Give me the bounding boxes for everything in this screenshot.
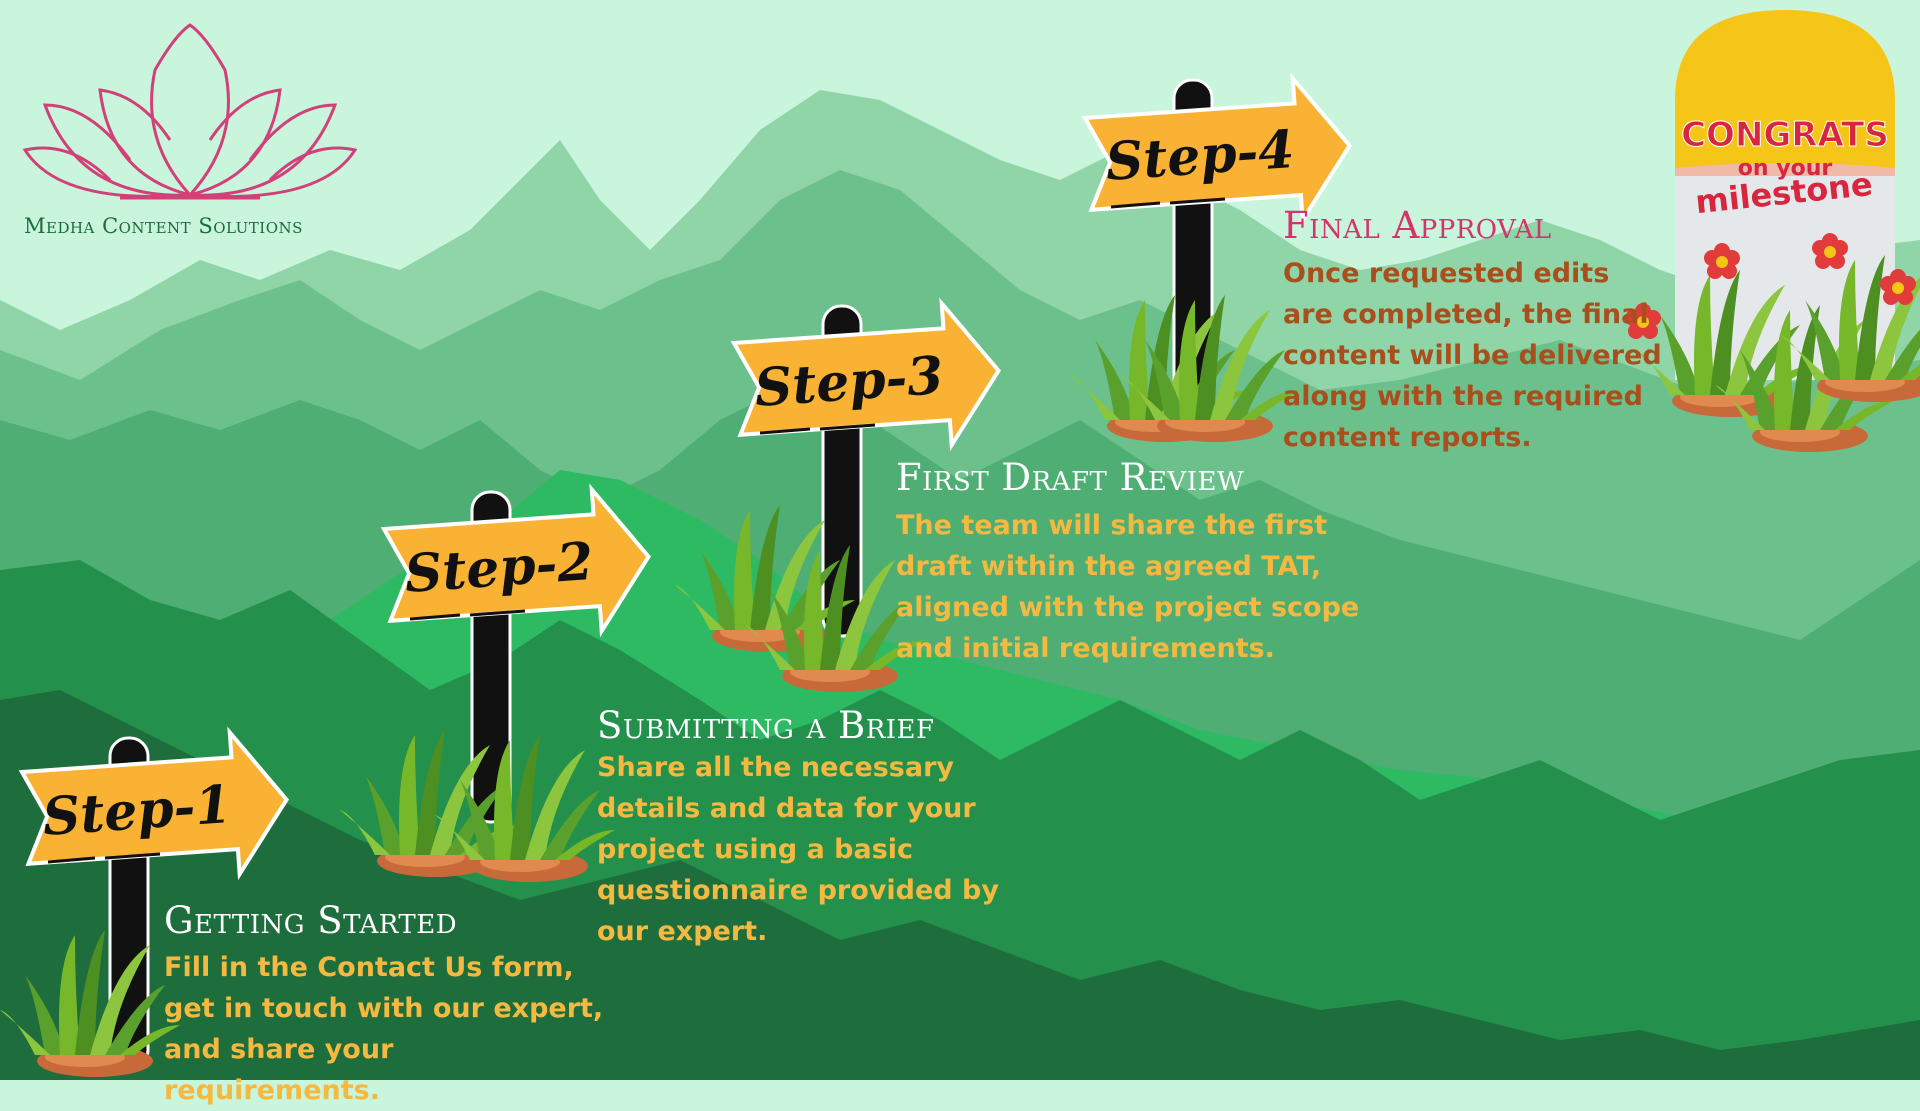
step-1-sign-label: Step-1 [41,774,234,848]
step-4-sign [1081,72,1353,227]
brand-name: Medha Content Solutions [24,214,303,238]
step-3-sign [730,297,1002,452]
step-3-title: First Draft Review [896,456,1245,499]
mountain-layer-front [0,690,1920,1080]
step-2-sign [380,483,652,638]
step-2-title: Submitting a Brief [597,704,935,747]
step-1-title: Getting Started [164,899,458,942]
step-4-description: Once requested edits are completed, the … [1283,258,1662,453]
step-2-sign-label: Step-2 [403,531,596,605]
step-1-sign [18,726,290,881]
congrats-heading: CONGRATS [1681,115,1889,155]
step-2-description: Share all the necessary details and data… [597,752,999,947]
lotus-logo-icon [22,23,358,200]
background-scene: Step-1 Step-2 Step-3 Step-4 CONGRATS on … [0,10,1920,1080]
step-1-description: Fill in the Contact Us form, get in touc… [164,952,604,1106]
congrats-subline: on your [1738,156,1833,181]
step-3-sign-label: Step-3 [753,345,946,419]
step-4-sign-label: Step-4 [1104,119,1297,193]
step-4-title: Final Approval [1283,204,1552,247]
step-3-description: The team will share the first draft with… [896,510,1360,664]
congrats-badge: CONGRATS on your milestone [1625,10,1920,452]
